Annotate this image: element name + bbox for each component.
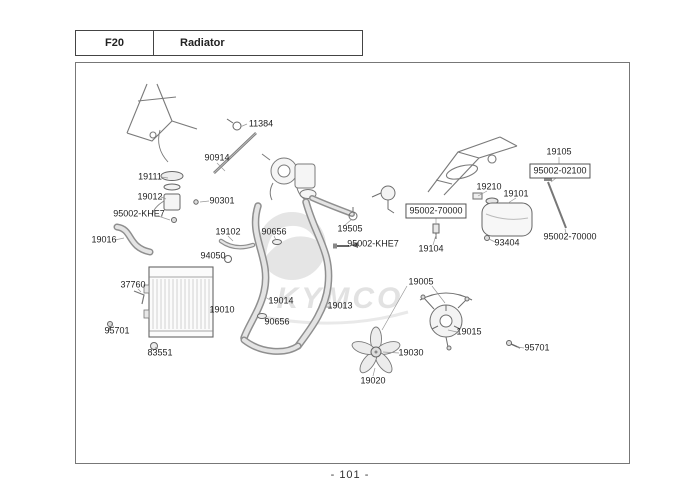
part-label-90301: 90301 (209, 195, 235, 206)
part-label-19015: 19015 (456, 326, 482, 337)
diagram-frame (75, 62, 630, 464)
page-header: F20 Radiator (75, 30, 363, 56)
part-label-90656-top: 90656 (261, 226, 287, 237)
part-label-95002-khe7-left: 95002-KHE7 (113, 208, 165, 219)
part-label-19013: 19013 (327, 300, 353, 311)
part-label-19030: 19030 (398, 347, 424, 358)
part-label-94050: 94050 (200, 250, 226, 261)
section-title: Radiator (153, 30, 363, 56)
part-label-95002-khe7-center: 95002-KHE7 (347, 238, 399, 249)
part-label-19101: 19101 (503, 188, 529, 199)
section-code: F20 (75, 30, 154, 56)
part-label-19111: 19111 (138, 171, 162, 182)
part-label-95701-left: 95701 (104, 325, 130, 336)
part-label-37760: 37760 (120, 279, 146, 290)
part-label-95002-02100-boxed: 95002-02100 (529, 163, 591, 179)
part-label-19005: 19005 (408, 276, 434, 287)
page-number: - 101 - (330, 469, 370, 481)
part-label-19016: 19016 (91, 234, 117, 245)
part-label-95701-right: 95701 (524, 342, 550, 353)
part-label-11384: 11384 (248, 118, 274, 129)
part-label-90914: 90914 (204, 152, 230, 163)
part-label-90656-bottom: 90656 (264, 316, 290, 327)
part-label-19010: 19010 (209, 304, 235, 315)
part-label-19104: 19104 (418, 243, 444, 254)
part-label-83551: 83551 (147, 347, 173, 358)
part-label-19012: 19012 (137, 191, 163, 202)
part-label-19505: 19505 (337, 223, 363, 234)
part-label-19105: 19105 (546, 146, 572, 157)
part-label-95002-70000-right: 95002-70000 (543, 231, 597, 242)
part-label-95002-70000-boxed: 95002-70000 (405, 203, 467, 219)
part-label-19102: 19102 (215, 226, 241, 237)
part-label-93404: 93404 (494, 237, 520, 248)
part-label-19014: 19014 (268, 295, 294, 306)
part-label-19210: 19210 (476, 181, 502, 192)
part-label-19020: 19020 (360, 375, 386, 386)
